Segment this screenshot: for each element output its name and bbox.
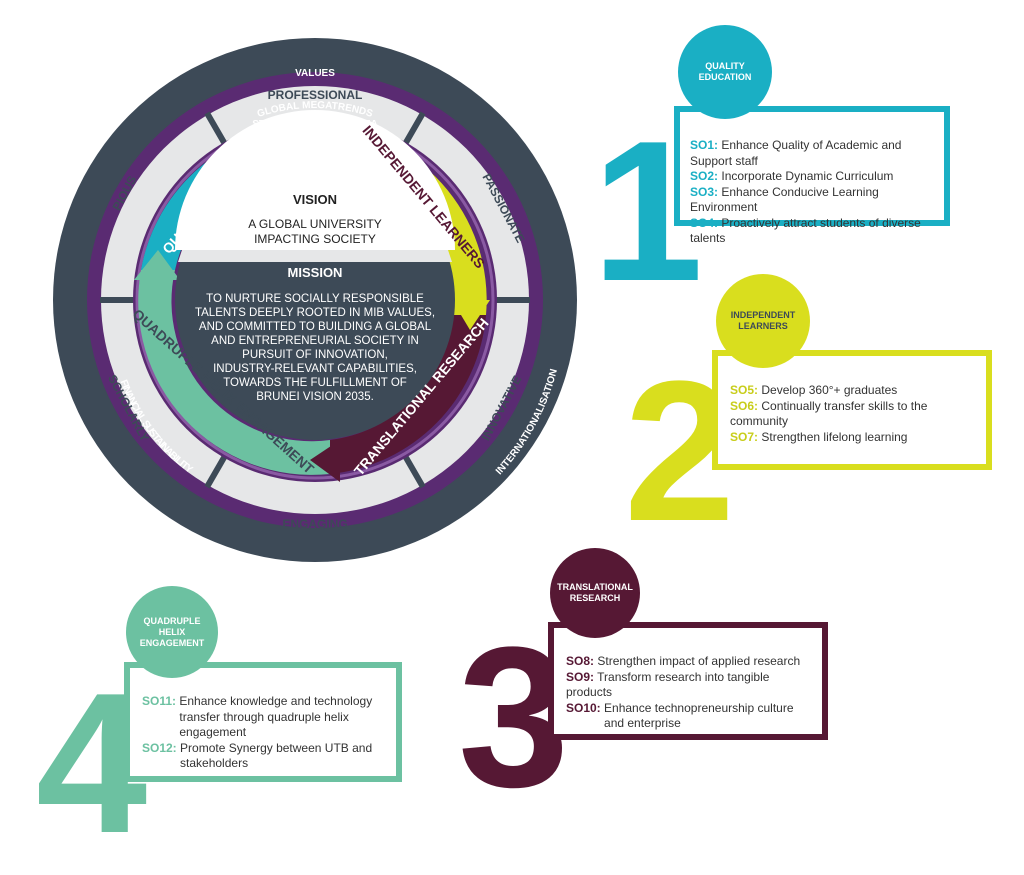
mission-line: AND COMMITTED TO BUILDING A GLOBAL bbox=[199, 321, 432, 333]
so-item: SO10: Enhance technopreneurship culture … bbox=[566, 700, 794, 731]
value-professional: PROFESSIONAL bbox=[268, 88, 363, 102]
so-item: SO11: Enhance knowledge and technology t… bbox=[142, 694, 373, 739]
vision-line: A GLOBAL UNIVERSITY bbox=[248, 217, 382, 231]
arrow-tip-independent bbox=[452, 300, 490, 330]
panel-2-box: SO5: Develop 360°+ graduates SO6: Contin… bbox=[712, 350, 992, 470]
vision-line: IMPACTING SOCIETY bbox=[254, 232, 376, 246]
mission-line: AND ENTREPRENEURIAL SOCIETY IN bbox=[211, 335, 419, 347]
so-item: SO3: Enhance Conducive Learning Environm… bbox=[690, 184, 879, 215]
panel-4-box: SO11: Enhance knowledge and technology t… bbox=[124, 662, 402, 782]
mission-line: TALENTS DEEPLY ROOTED IN MIB VALUES, bbox=[195, 307, 435, 319]
so-item: SO1: Enhance Quality of Academic and Sup… bbox=[690, 138, 902, 168]
so-item: SO12: Promote Synergy between UTB and st… bbox=[142, 740, 373, 771]
panel-3-box: SO8: Strengthen impact of applied resear… bbox=[548, 622, 828, 740]
mission-line: INDUSTRY-RELEVANT CAPABILITIES, bbox=[213, 363, 417, 375]
so-item: SO5: Develop 360°+ graduates bbox=[730, 383, 898, 397]
so-item: SO8: Strengthen impact of applied resear… bbox=[566, 654, 801, 668]
mission-line: TOWARDS THE FULFILLMENT OF bbox=[223, 377, 407, 389]
so-item: SO6: Continually transfer skills to the … bbox=[730, 398, 928, 429]
so-item: SO2: Incorporate Dynamic Curriculum bbox=[690, 169, 894, 183]
mission-line: BRUNEI VISION 2035. bbox=[256, 391, 374, 403]
focus-label: STRATEGIC FOCUS AREA bbox=[252, 119, 378, 130]
mission-line: TO NURTURE SOCIALLY RESPONSIBLE bbox=[206, 293, 424, 305]
so-item: SO7: Strengthen lifelong learning bbox=[730, 429, 908, 444]
values-label: VALUES bbox=[295, 68, 335, 79]
so-item: SO9: Transform research into tangible pr… bbox=[566, 669, 770, 700]
focus-arc-quadruple bbox=[138, 270, 330, 475]
so-item: SO4: Proactively attract students of div… bbox=[690, 215, 921, 246]
vision-area bbox=[175, 110, 455, 250]
panel-1-box: SO1: Enhance Quality of Academic and Sup… bbox=[674, 106, 950, 245]
mission-line: PURSUIT OF INNOVATION, bbox=[242, 349, 388, 361]
value-engaging: ENGAGING bbox=[282, 517, 347, 531]
arrow-tip-translational bbox=[310, 440, 340, 482]
vision-title: VISION bbox=[293, 192, 337, 207]
arrow-tip-quadruple bbox=[134, 250, 180, 280]
focus-arc-translational bbox=[330, 315, 486, 474]
mission-title: MISSION bbox=[288, 265, 343, 280]
